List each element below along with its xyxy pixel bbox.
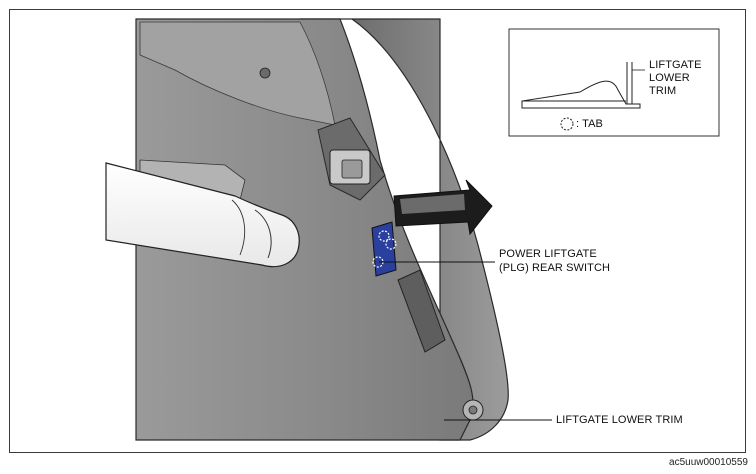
inset-label-line2: LOWER <box>649 72 690 84</box>
liftgate-outer-edge <box>300 18 509 441</box>
trim-bolt-center <box>468 405 478 415</box>
callout-plg-switch-line2: (PLG) REAR SWITCH <box>499 262 611 274</box>
upper-recess <box>139 21 336 126</box>
removal-direction-arrow <box>393 179 493 236</box>
hand-finger-line-2 <box>231 199 246 256</box>
small-hole <box>259 67 271 79</box>
tab-legend-icon <box>560 117 574 131</box>
tab-marker-1 <box>378 230 390 242</box>
inset-detail-box <box>508 28 720 137</box>
hand-illustration <box>105 162 300 268</box>
inset-label-line1: LIFTGATE <box>649 59 702 71</box>
document-id: ac5uuw00010559 <box>669 457 748 468</box>
callout-liftgate-lower-trim: LIFTGATE LOWER TRIM <box>556 414 683 426</box>
liftgate-lower-trim-panel <box>135 18 474 441</box>
callout-plg-switch-line1: POWER LIFTGATE <box>499 248 597 260</box>
tab-marker-2 <box>385 238 397 250</box>
plg-rear-switch <box>371 221 397 277</box>
latch-bracket-inner <box>341 159 363 179</box>
tab-legend-label: : TAB <box>576 118 603 130</box>
inset-label-line3: TRIM <box>649 85 677 97</box>
hand-finger-line-1 <box>254 209 272 259</box>
lower-slot <box>397 269 446 353</box>
removal-direction-arrow-highlight <box>400 194 465 214</box>
